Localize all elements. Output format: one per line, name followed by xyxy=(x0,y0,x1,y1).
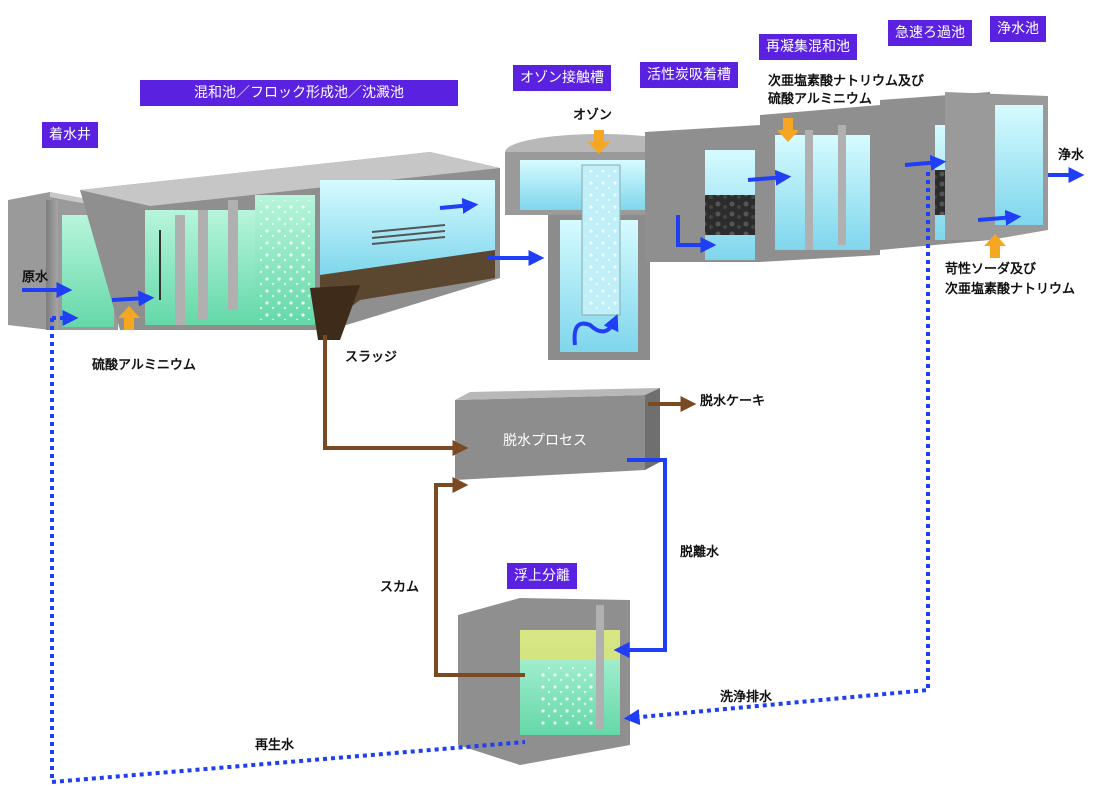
label-dewatering-process: 脱水プロセス xyxy=(503,430,587,450)
label-scum: スカム xyxy=(380,580,419,596)
label-recycled-water: 再生水 xyxy=(255,738,294,754)
activated-carbon-tank xyxy=(645,125,760,262)
tag-flotation: 浮上分離 xyxy=(507,563,577,589)
label-aluminum-sulfate: 硫酸アルミニウム xyxy=(92,358,196,374)
tag-mixing-floc-settling: 混和池／フロック形成池／沈澱池 xyxy=(140,80,458,106)
label-raw-water: 原水 xyxy=(22,270,48,286)
tag-ozone-contact: オゾン接触槽 xyxy=(513,65,611,91)
tag-rapid-filtration: 急速ろ過池 xyxy=(888,20,972,46)
label-caustic-line2: 次亜塩素酸ナトリウム xyxy=(945,282,1075,298)
recoagulation-tank xyxy=(760,105,880,262)
label-hypochlorite-alum-line2: 硫酸アルミニウム xyxy=(768,92,872,108)
label-wash-drain: 洗浄排水 xyxy=(720,690,772,706)
mixing-floc-settling-tank xyxy=(80,152,500,340)
label-caustic-line1: 苛性ソーダ及び xyxy=(945,262,1036,278)
flotation-tank xyxy=(458,598,630,765)
label-dewatered-cake: 脱水ケーキ xyxy=(700,394,765,410)
label-ozone: オゾン xyxy=(573,108,612,124)
tag-activated-carbon: 活性炭吸着槽 xyxy=(640,62,738,88)
label-separated-water: 脱離水 xyxy=(680,545,719,561)
label-clean-water: 浄水 xyxy=(1058,148,1084,164)
tag-recoagulation: 再凝集混和池 xyxy=(759,34,857,60)
label-hypochlorite-alum-line1: 次亜塩素酸ナトリウム及び xyxy=(768,74,924,90)
tag-receiving-well: 着水井 xyxy=(42,122,98,148)
tag-clean-water-basin: 浄水池 xyxy=(990,16,1046,42)
label-sludge: スラッジ xyxy=(345,350,397,366)
